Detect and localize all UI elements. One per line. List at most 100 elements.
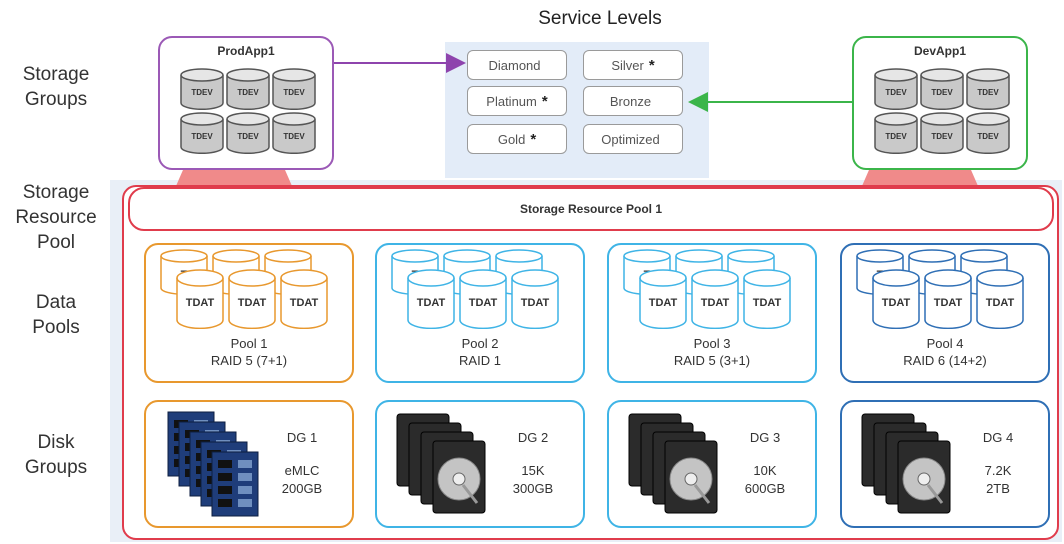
tdat-device-icon: TDAT	[872, 269, 920, 329]
disk-size: 300GB	[512, 481, 554, 496]
disk-group-name: DG 4	[982, 430, 1014, 445]
disk-group-2[interactable]: DG 2 15K 300GB	[375, 400, 585, 528]
svg-text:TDEV: TDEV	[885, 132, 907, 141]
tdat-device-icon: TDAT	[280, 269, 328, 329]
disk-group-3[interactable]: DG 3 10K 600GB	[607, 400, 817, 528]
row-label-disk-groups: Disk Groups	[24, 432, 88, 478]
disk-group-spec: eMLC 200GB	[272, 462, 332, 498]
disk-size: 2TB	[986, 481, 1010, 496]
svg-text:TDEV: TDEV	[931, 88, 953, 97]
pool-caption: Pool 3 RAID 5 (3+1)	[609, 335, 815, 369]
pool-name: Pool 2	[461, 336, 499, 351]
pool-name: Pool 3	[693, 336, 731, 351]
storage-resource-pool-bar[interactable]: Storage Resource Pool 1	[128, 187, 1054, 231]
svg-text:TDAT: TDAT	[417, 297, 446, 309]
pool-raid: RAID 5 (3+1)	[673, 353, 751, 368]
service-level-silver[interactable]: Silver*	[583, 50, 683, 80]
service-level-platinum[interactable]: Platinum*	[467, 86, 567, 116]
row-label-storage-groups: Storage Groups	[22, 64, 90, 110]
tdev-device-icon: TDEV	[966, 68, 1010, 110]
disk-type: 10K	[753, 463, 777, 478]
star-marker: *	[530, 130, 537, 148]
storage-group-name: ProdApp1	[217, 44, 275, 58]
service-level-diamond[interactable]: Diamond	[467, 50, 567, 80]
pool-name: Pool 4	[926, 336, 964, 351]
service-level-gold[interactable]: Gold*	[467, 124, 567, 154]
svg-text:TDAT: TDAT	[934, 297, 963, 309]
star-marker: *	[648, 56, 655, 74]
tdev-device-icon: TDEV	[226, 112, 270, 154]
tdev-device-icon: TDEV	[180, 68, 224, 110]
tdev-device-icon: TDEV	[180, 112, 224, 154]
svg-text:TDAT: TDAT	[753, 297, 782, 309]
disk-type: eMLC	[284, 463, 320, 478]
disk-group-name: DG 1	[286, 430, 318, 445]
service-level-bronze[interactable]: Bronze	[583, 86, 683, 116]
disk-group-spec: 15K 300GB	[503, 462, 563, 498]
pool-name: Pool 1	[230, 336, 268, 351]
disk-type: 7.2K	[984, 463, 1012, 478]
svg-text:TDEV: TDEV	[885, 88, 907, 97]
svg-text:TDAT: TDAT	[701, 297, 730, 309]
disk-group-4[interactable]: DG 4 7.2K 2TB	[840, 400, 1050, 528]
svg-text:TDEV: TDEV	[283, 88, 305, 97]
tdat-device-icon: TDAT	[459, 269, 507, 329]
star-marker: *	[541, 92, 548, 110]
storage-resource-pool-label: Storage Resource Pool 1	[519, 202, 663, 216]
service-level-label: Diamond	[488, 57, 541, 73]
hard-drive-stack-icon	[391, 408, 501, 529]
disk-group-spec: 10K 600GB	[735, 462, 795, 498]
svg-text:TDEV: TDEV	[237, 88, 259, 97]
prodapp-connector	[176, 170, 292, 186]
tdat-device-icon: TDAT	[924, 269, 972, 329]
tdat-device-icon: TDAT	[976, 269, 1024, 329]
service-level-label: Platinum	[486, 93, 537, 109]
service-levels-panel: Diamond Silver* Platinum* Bronze Gold* O…	[445, 42, 709, 178]
devapp-connector	[862, 170, 978, 186]
service-level-label: Bronze	[609, 93, 652, 109]
svg-text:TDAT: TDAT	[469, 297, 498, 309]
tdev-device-icon: TDEV	[920, 112, 964, 154]
disk-group-name: DG 2	[517, 430, 549, 445]
svg-text:TDAT: TDAT	[882, 297, 911, 309]
tdat-device-icon: TDAT	[639, 269, 687, 329]
storage-group-name: DevApp1	[913, 44, 966, 58]
service-level-optimized[interactable]: Optimized	[583, 124, 683, 154]
svg-text:TDEV: TDEV	[283, 132, 305, 141]
svg-text:TDEV: TDEV	[191, 132, 213, 141]
svg-text:TDEV: TDEV	[237, 132, 259, 141]
service-level-label: Silver	[611, 57, 644, 73]
storage-group-prodapp1[interactable]: ProdApp1 TDEV TDEV TDEV TDEV TDEV TDEV	[158, 36, 334, 170]
tdev-device-icon: TDEV	[272, 112, 316, 154]
svg-text:TDAT: TDAT	[186, 297, 215, 309]
tdev-device-icon: TDEV	[874, 112, 918, 154]
hard-drive-stack-icon	[623, 408, 733, 529]
service-level-label: Optimized	[601, 131, 660, 147]
disk-group-name: DG 3	[749, 430, 781, 445]
svg-text:TDAT: TDAT	[986, 297, 1015, 309]
svg-text:TDAT: TDAT	[290, 297, 319, 309]
pool-raid: RAID 6 (14+2)	[903, 353, 987, 368]
disk-group-1[interactable]: DG 1 eMLC 200GB	[144, 400, 354, 528]
row-label-data-pools: Data Pools	[32, 292, 80, 338]
disk-size: 200GB	[281, 481, 323, 496]
svg-text:TDEV: TDEV	[977, 132, 999, 141]
service-levels-title: Service Levels	[538, 8, 662, 29]
tdev-device-icon: TDEV	[272, 68, 316, 110]
svg-text:TDAT: TDAT	[238, 297, 267, 309]
tdat-device-icon: TDAT	[691, 269, 739, 329]
disk-type: 15K	[521, 463, 545, 478]
tdat-device-icon: TDAT	[743, 269, 791, 329]
tdev-device-icon: TDEV	[920, 68, 964, 110]
tdev-device-icon: TDEV	[226, 68, 270, 110]
disk-size: 600GB	[744, 481, 786, 496]
hard-drive-stack-icon	[856, 408, 966, 529]
tdev-device-icon: TDEV	[874, 68, 918, 110]
